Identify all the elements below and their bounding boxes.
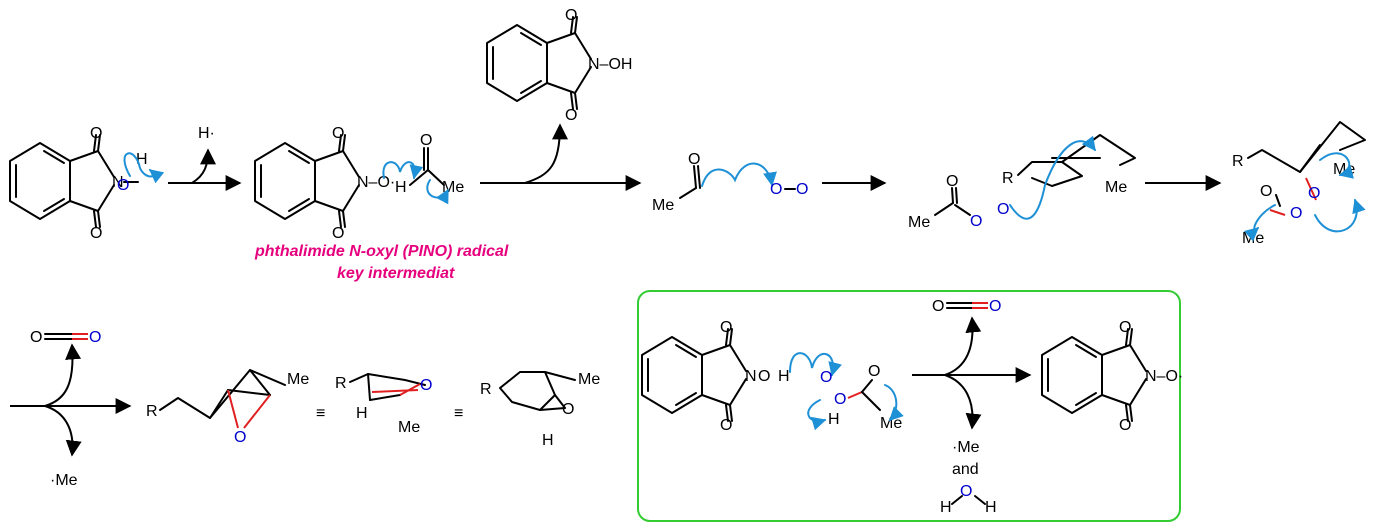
- atom-o1: O: [970, 213, 982, 230]
- acylperoxy-alkene: Me O O O R Me: [908, 134, 1136, 231]
- equiv-1: ≡: [316, 405, 325, 422]
- atom-o-bottom: O: [90, 225, 102, 242]
- atom-me: Me: [1105, 179, 1127, 196]
- nhpi-byproduct: O O N–OH: [486, 7, 632, 124]
- atom-n-o-radical: N–O·: [1145, 368, 1183, 385]
- atom-o1: O: [932, 298, 944, 315]
- atom-n-o-radical: N–O·: [357, 174, 395, 191]
- pino-structure: O O N–O· H O Me: [254, 125, 464, 242]
- atom-o-top: O: [90, 125, 102, 142]
- atom-me-acyl: Me: [1242, 230, 1264, 247]
- atom-o: O: [117, 177, 129, 194]
- nhpi-peracid-complex: O O N O H O O O H Me: [641, 319, 904, 434]
- o2-o2: O: [796, 181, 808, 198]
- atom-n-oh: N–OH: [588, 56, 632, 73]
- atom-o-bottom: O: [565, 107, 577, 124]
- atom-o: O: [960, 483, 972, 500]
- atom-o-top: O: [720, 319, 732, 336]
- atom-o-epoxide: O: [420, 377, 432, 394]
- atom-r: R: [335, 375, 347, 392]
- atom-me: Me: [1333, 161, 1355, 178]
- atom-me: Me: [287, 371, 309, 388]
- atom-o-carbonyl: O: [868, 363, 880, 380]
- epoxide-chair: R O Me: [146, 369, 309, 446]
- atom-me: Me: [652, 197, 674, 214]
- atom-o-bottom: O: [332, 225, 344, 242]
- atom-h: H: [395, 179, 407, 196]
- atom-o2: O: [1290, 205, 1302, 222]
- atom-o-carbonyl: O: [420, 132, 432, 149]
- equiv-2: ≡: [454, 405, 463, 422]
- water-molecule: H O H: [940, 483, 997, 516]
- atom-o2: O: [89, 329, 101, 346]
- atom-me: Me: [398, 419, 420, 436]
- atom-h: H: [778, 368, 790, 385]
- atom-o-top: O: [565, 7, 577, 24]
- atom-r: R: [1232, 153, 1244, 170]
- atom-o1: O: [1308, 185, 1320, 202]
- atom-o1: O: [30, 329, 42, 346]
- atom-o: O: [688, 151, 700, 168]
- atom-h1: H: [940, 499, 952, 516]
- atom-o-epoxide: O: [562, 401, 574, 418]
- atom-r: R: [480, 381, 492, 398]
- atom-me: Me: [578, 371, 600, 388]
- atom-o-epoxide: O: [234, 429, 246, 446]
- atom-r: R: [146, 403, 158, 420]
- atom-o: O: [758, 368, 770, 385]
- atom-r: R: [1002, 170, 1014, 187]
- epoxide-flat: R O Me H: [480, 371, 600, 449]
- and-text: and: [952, 461, 979, 478]
- pino-label-line2: key intermediat: [337, 265, 455, 282]
- atom-o-carbonyl: O: [1260, 183, 1272, 200]
- h-radical: H·: [198, 125, 215, 142]
- atom-n: N: [112, 174, 124, 191]
- catalyst-regeneration-box: [637, 290, 1181, 522]
- o2-o1: O: [770, 181, 782, 198]
- atom-o-top: O: [332, 125, 344, 142]
- atom-o2: O: [997, 201, 1009, 218]
- atom-o-peroxy1: O: [820, 369, 832, 386]
- atom-h2: H: [985, 499, 997, 516]
- atom-h: H: [542, 432, 554, 449]
- co2-byproduct-box: O O: [932, 298, 1001, 315]
- pino-label-line1: phthalimide N-oxyl (PINO) radical: [254, 243, 509, 260]
- atom-o-top: O: [1119, 319, 1131, 336]
- pino-regenerated: O O N–O·: [1041, 319, 1183, 434]
- atom-o-carbonyl: O: [946, 173, 958, 190]
- atom-n: N: [745, 368, 757, 385]
- methyl-radical: ·Me: [50, 472, 78, 489]
- radical-adduct: R O O O Me Me: [1232, 121, 1366, 247]
- methyl-radical-box: ·Me: [952, 439, 980, 456]
- atom-o-bottom: O: [720, 417, 732, 434]
- atom-h: H: [136, 151, 148, 168]
- acyl-radical: Me O O O: [652, 151, 808, 214]
- atom-h-oh: H: [828, 411, 840, 428]
- atom-o-bottom: O: [1119, 417, 1131, 434]
- co2-byproduct: O O: [30, 329, 101, 346]
- atom-me: Me: [908, 214, 930, 231]
- atom-o-peroxy2: O: [834, 391, 846, 408]
- epoxide-half-chair: R O H Me: [335, 373, 432, 436]
- atom-h: H: [356, 405, 368, 422]
- atom-o2: O: [989, 298, 1001, 315]
- nhpi-structure: O O N O H: [9, 125, 165, 242]
